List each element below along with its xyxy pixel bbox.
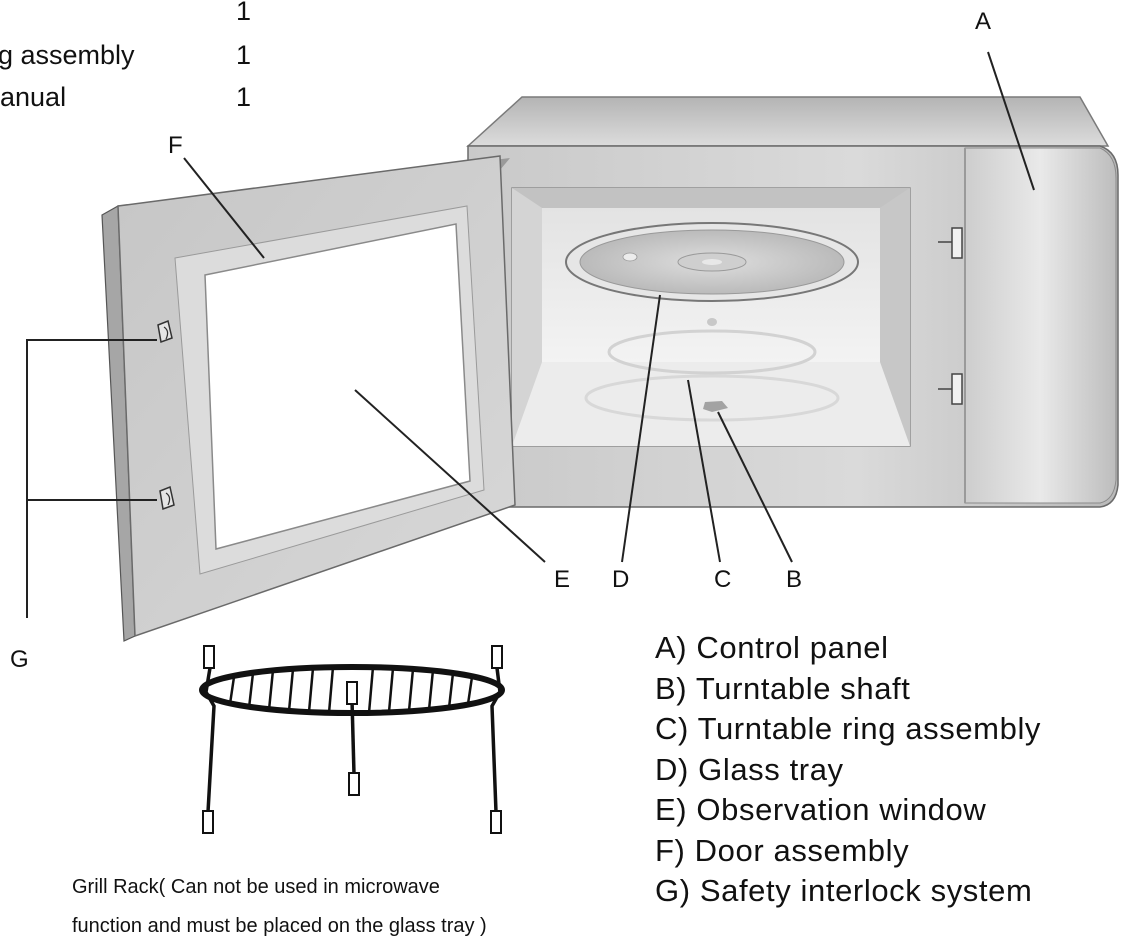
grill-rack-caption-line-2: function and must be placed on the glass… xyxy=(72,915,487,937)
callout-c: C xyxy=(714,566,732,593)
callout-d: D xyxy=(612,566,630,593)
callout-a: A xyxy=(975,8,992,35)
packing-list-item-3-qty: 1 xyxy=(236,82,252,112)
legend-item-control-panel: A) Control panel xyxy=(655,630,889,665)
turntable-ring xyxy=(584,318,840,422)
legend-item-glass-tray: D) Glass tray xyxy=(655,751,844,787)
legend-item-safety-interlock: G) Safety interlock system xyxy=(655,873,1033,908)
parts-legend: A) Control panel B) Turntable shaft C) T… xyxy=(655,628,1041,912)
door-latch-slots xyxy=(938,227,963,405)
callout-f: F xyxy=(168,132,183,159)
door-assembly xyxy=(101,155,516,642)
leader-lines xyxy=(26,51,1035,618)
grill-rack-caption: Grill Rack( Can not be used in microwave… xyxy=(72,868,487,946)
packing-list-item-2-name: g assembly xyxy=(0,40,135,70)
turntable-shaft xyxy=(703,401,728,412)
legend-item-turntable-shaft: B) Turntable shaft xyxy=(655,670,911,706)
legend-item-observation-window: E) Observation window xyxy=(655,792,987,827)
callout-g: G xyxy=(10,646,29,673)
latch-hook-lower xyxy=(159,485,175,511)
legend-item-door-assembly: F) Door assembly xyxy=(655,832,910,868)
packing-list-item-2-qty: 1 xyxy=(236,40,252,70)
glass-tray xyxy=(565,222,859,302)
packing-list-item-1-qty: 1 xyxy=(236,0,252,26)
latch-hook-upper xyxy=(157,319,173,344)
callout-e: E xyxy=(554,566,571,593)
packing-list-item-3-name: lanual xyxy=(0,82,67,112)
legend-item-turntable-ring: C) Turntable ring assembly xyxy=(655,711,1042,746)
callout-b: B xyxy=(786,566,803,593)
grill-rack-illustration xyxy=(199,645,505,834)
grill-rack-caption-line-1: Grill Rack( Can not be used in microwave xyxy=(72,876,440,898)
